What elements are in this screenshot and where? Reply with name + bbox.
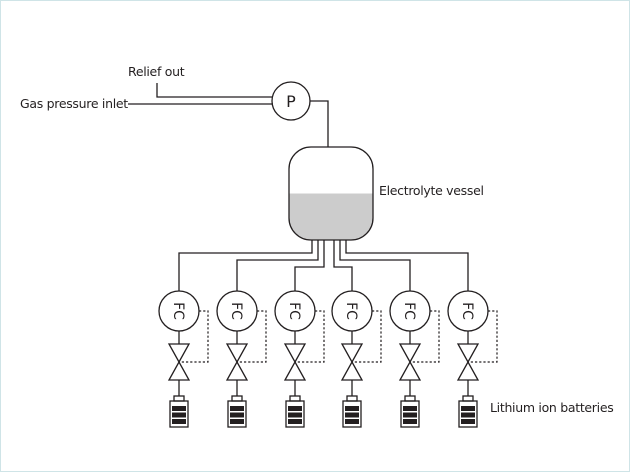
control-signal-line bbox=[468, 310, 498, 363]
battery-charge-bar bbox=[172, 412, 186, 418]
flow-controller-icon: FC bbox=[158, 290, 200, 332]
battery-icon bbox=[400, 395, 420, 428]
control-valve-icon bbox=[456, 343, 480, 381]
battery-body bbox=[285, 400, 305, 428]
control-signal-line bbox=[295, 310, 325, 363]
gas-inlet-label: Gas pressure inlet bbox=[20, 96, 128, 111]
battery-icon bbox=[169, 395, 189, 428]
pressure-gauge-symbol: P bbox=[286, 92, 296, 111]
battery-charge-bar bbox=[172, 419, 186, 424]
battery-terminal bbox=[462, 395, 474, 402]
battery-terminal bbox=[231, 395, 243, 402]
battery-charge-bar bbox=[403, 406, 417, 411]
battery-icon bbox=[458, 395, 478, 428]
flow-controller-icon: FC bbox=[331, 290, 373, 332]
manifold bbox=[178, 240, 469, 291]
battery-charge-bar bbox=[461, 412, 475, 418]
branch: FC bbox=[158, 290, 209, 428]
battery-charge-bar bbox=[288, 419, 302, 424]
battery-charge-bar bbox=[172, 406, 186, 411]
battery-body bbox=[169, 400, 189, 428]
control-signal-line bbox=[237, 310, 267, 363]
control-valve-icon bbox=[283, 343, 307, 381]
control-signal-line bbox=[410, 310, 440, 363]
battery-charge-bar bbox=[288, 406, 302, 411]
battery-icon bbox=[285, 395, 305, 428]
flow-controller-label: FC bbox=[459, 302, 475, 320]
control-signal-line bbox=[352, 310, 382, 363]
pressure-gauge-icon: P bbox=[271, 81, 311, 121]
manifold-line bbox=[339, 240, 411, 291]
relief-out-line bbox=[156, 83, 273, 98]
flow-controller-icon: FC bbox=[216, 290, 258, 332]
control-valve-icon bbox=[340, 343, 364, 381]
battery-icon bbox=[227, 395, 247, 428]
control-valve-icon bbox=[225, 343, 249, 381]
battery-body bbox=[342, 400, 362, 428]
battery-charge-bar bbox=[288, 412, 302, 418]
electrolyte-vessel-icon bbox=[288, 146, 374, 241]
control-valve-icon bbox=[167, 343, 191, 381]
battery-charge-bar bbox=[230, 419, 244, 424]
vessel-label: Electrolyte vessel bbox=[379, 183, 484, 198]
flow-controller-icon: FC bbox=[274, 290, 316, 332]
battery-charge-bar bbox=[403, 412, 417, 418]
electrolyte-liquid bbox=[289, 193, 373, 240]
gauge-to-vessel-line bbox=[310, 100, 329, 147]
control-valve-icon bbox=[398, 343, 422, 381]
branch: FC bbox=[274, 290, 325, 428]
manifold-line bbox=[236, 240, 319, 291]
flow-controller-label: FC bbox=[228, 302, 244, 320]
battery-charge-bar bbox=[345, 406, 359, 411]
battery-charge-bar bbox=[461, 406, 475, 411]
control-signal-line bbox=[179, 310, 209, 363]
flow-controller-label: FC bbox=[286, 302, 302, 320]
flow-controller-label: FC bbox=[401, 302, 417, 320]
battery-body bbox=[458, 400, 478, 428]
manifold-line bbox=[178, 240, 313, 291]
battery-charge-bar bbox=[345, 419, 359, 424]
battery-terminal bbox=[404, 395, 416, 402]
battery-terminal bbox=[173, 395, 185, 402]
branch: FC bbox=[447, 290, 498, 428]
vessel-outline bbox=[288, 146, 374, 241]
flow-controller-icon: FC bbox=[389, 290, 431, 332]
branch: FC bbox=[331, 290, 382, 428]
branch: FC bbox=[389, 290, 440, 428]
battery-charge-bar bbox=[345, 412, 359, 418]
batteries-label: Lithium ion batteries bbox=[490, 400, 613, 415]
flow-controller-icon: FC bbox=[447, 290, 489, 332]
branch: FC bbox=[216, 290, 267, 428]
battery-charge-bar bbox=[230, 412, 244, 418]
battery-icon bbox=[342, 395, 362, 428]
manifold-line bbox=[345, 240, 469, 291]
relief-out-label: Relief out bbox=[128, 64, 185, 79]
battery-charge-bar bbox=[403, 419, 417, 424]
battery-charge-bar bbox=[230, 406, 244, 411]
manifold-line bbox=[294, 240, 325, 291]
battery-body bbox=[400, 400, 420, 428]
battery-terminal bbox=[289, 395, 301, 402]
battery-charge-bar bbox=[461, 419, 475, 424]
branches: FC FC FC FC FC FC bbox=[158, 290, 498, 428]
manifold-line bbox=[333, 240, 353, 291]
battery-body bbox=[227, 400, 247, 428]
flow-controller-label: FC bbox=[343, 302, 359, 320]
battery-terminal bbox=[346, 395, 358, 402]
flow-controller-label: FC bbox=[170, 302, 186, 320]
